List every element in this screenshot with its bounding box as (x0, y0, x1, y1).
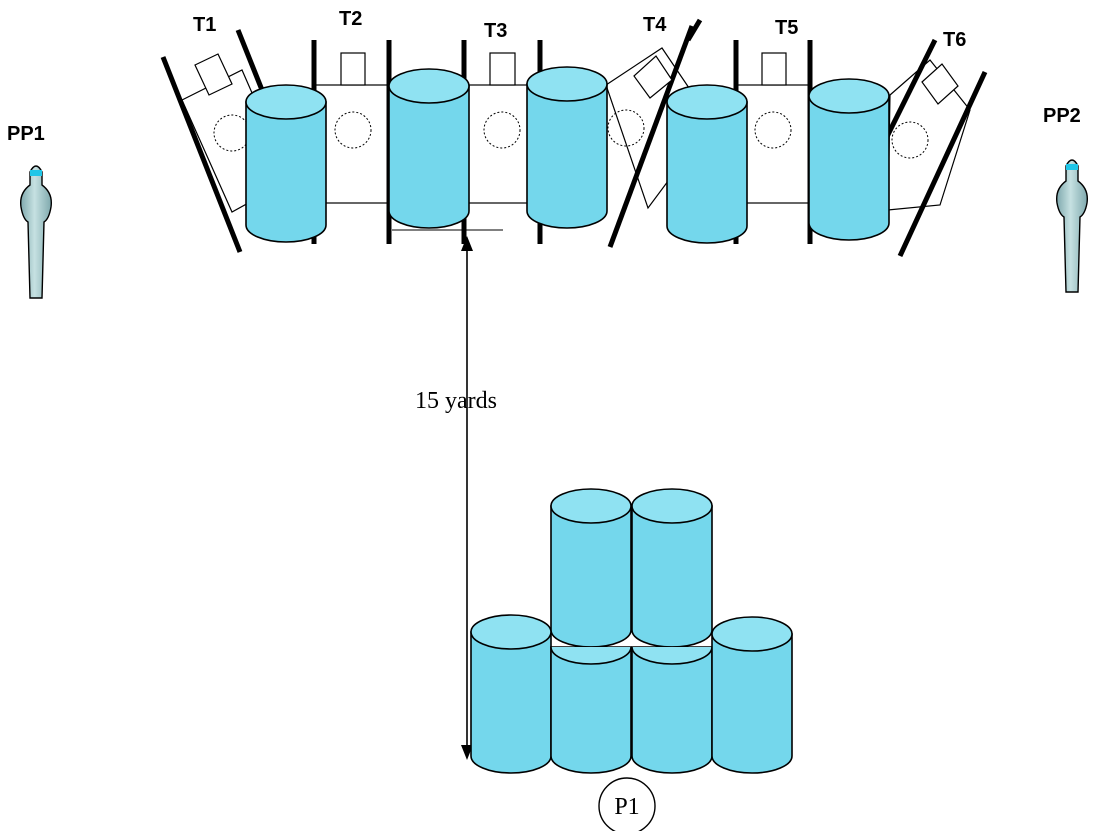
barrel-stack (470, 488, 793, 774)
target-label-t2: T2 (339, 8, 362, 30)
target-label-t4: T4 (643, 14, 667, 36)
post-cap (30, 170, 42, 176)
distance-label: 15 yards (415, 388, 497, 414)
target-label-t6: T6 (943, 29, 966, 51)
post-label-pp2: PP2 (1043, 105, 1081, 127)
barrel (245, 84, 327, 243)
barrel-row (245, 66, 890, 244)
barrel (550, 646, 632, 774)
shooter-label: P1 (614, 794, 639, 820)
shooter-position-p1: P1 (598, 777, 656, 831)
target-box-t3 (489, 52, 516, 86)
target-box-t6 (921, 63, 959, 105)
arrow-head-up (461, 236, 473, 251)
target-box-t5 (761, 52, 787, 86)
post-pp1 (20, 165, 52, 299)
barrel (470, 614, 552, 774)
barrel (808, 78, 890, 241)
target-label-t5: T5 (775, 17, 798, 39)
distance-marker (392, 229, 503, 760)
target-box-t2 (340, 52, 366, 86)
target-label-t1: T1 (193, 14, 216, 36)
target-box-t4 (633, 55, 673, 99)
barrel (631, 646, 713, 774)
barrel (526, 66, 608, 229)
target-label-t3: T3 (484, 20, 507, 42)
target-box-t1 (194, 53, 233, 96)
barrel (388, 68, 470, 229)
post-label-pp1: PP1 (7, 123, 45, 145)
barrel (666, 84, 748, 244)
arrow-head-down (461, 745, 473, 760)
barrel (631, 488, 713, 648)
barrel (550, 488, 632, 648)
barrel (711, 616, 793, 774)
post-cap (1066, 164, 1078, 170)
post-pp2 (1056, 159, 1088, 293)
